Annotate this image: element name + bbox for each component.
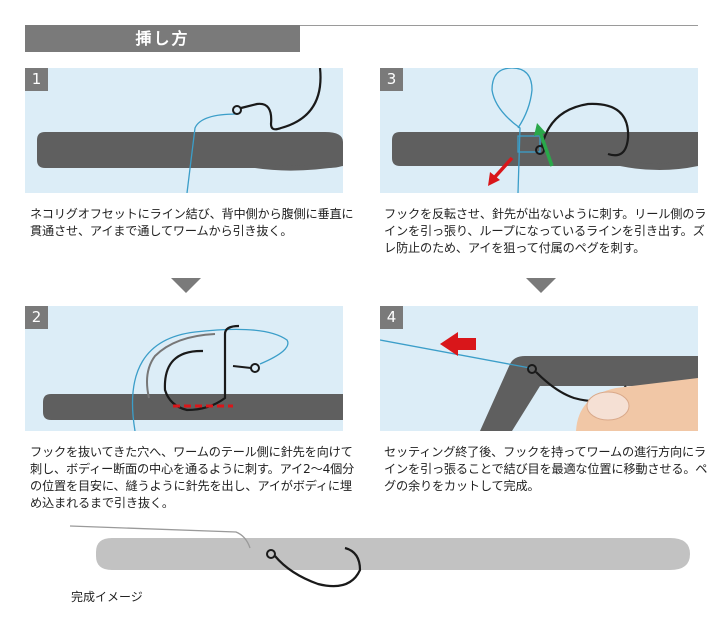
hook-eye [232,105,242,115]
complete-label: 完成イメージ [71,590,143,604]
step-3-illustration: 3 [380,68,698,193]
step-3-number: 3 [380,68,403,91]
step-3-drawing [392,68,698,193]
red-arrow-shaft [492,156,514,180]
line-loop [491,68,533,193]
step-2-drawing [43,324,343,431]
section-title: 挿し方 [135,29,190,48]
green-arrow-head [534,123,546,136]
header-rule [300,25,698,26]
red-arrow [440,332,476,356]
worm-body [43,394,343,420]
hook [240,68,322,131]
complete-image [69,525,690,588]
complete-line [69,525,251,549]
step-4-number: 4 [380,306,403,329]
complete-hook-eye [266,549,276,559]
down-arrow-1 [171,278,201,293]
fishing-line [186,113,238,193]
hook-eye [250,363,260,373]
step-1-text: ネコリグオフセットにライン結び、背中側から腹側に垂直に貫通させ、アイまで通してワ… [30,207,354,238]
hook [540,102,630,157]
red-arrow-head [488,172,500,186]
complete-worm [96,538,690,570]
step-1-number: 1 [25,68,48,91]
worm-tail [620,158,698,170]
down-arrow-2 [526,278,556,293]
worm-body [37,132,343,168]
step-4-illustration: 4 [380,306,698,431]
step-3-text: フックを反転させ、針先が出ないように刺す。リール側のラインを引っ張り、ループにな… [384,207,707,255]
green-arrow-shaft [538,131,554,167]
hook-shank [232,365,252,369]
section-header: 挿し方 [25,25,300,52]
hook-ghost [146,333,216,399]
hook-eye [527,364,537,374]
line-bend [517,135,541,153]
step-1-drawing [37,68,343,193]
step-2-text: フックを抜いてきた穴へ、ワームのテール側に針先を向けて刺し、ボディー断面の中心を… [30,445,355,510]
worm-body [480,356,698,431]
step-2-number: 2 [25,306,48,329]
step-1-illustration: 1 [25,68,343,193]
worm-tail [255,160,343,171]
complete-hook [274,546,362,588]
fingernail [586,391,630,421]
step-4-drawing [380,332,698,431]
step-2-illustration: 2 [25,306,343,431]
step-4-text: セッティング終了後、フックを持ってワームの進行方向にラインを引っ張ることで結び目… [384,445,708,493]
hook [163,324,240,412]
hook-eye [535,145,545,155]
